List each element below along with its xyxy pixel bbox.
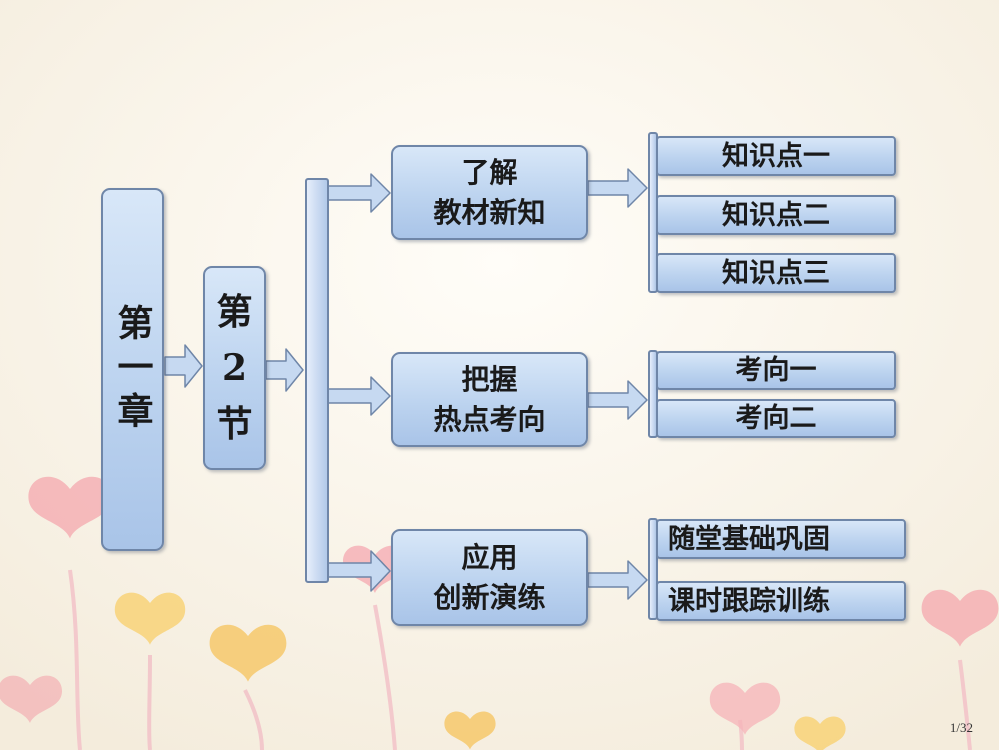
group-3-item-2-label: 课时跟踪训练 [668, 585, 830, 617]
group-1-item-1: 知识点一 [656, 136, 896, 176]
section-label-line2: 2 [221, 347, 248, 389]
chapter-label: 第一章 [111, 303, 154, 436]
group-1-item-3-label: 知识点三 [722, 257, 830, 289]
group-1-title-line1: 了解 [461, 155, 518, 189]
group-box-2: 把握 热点考向 [391, 352, 588, 447]
group-box-1: 了解 教材新知 [391, 145, 588, 240]
group-1-item-2-label: 知识点二 [722, 199, 830, 231]
chapter-box: 第一章 [101, 188, 164, 551]
section-box: 第 2 节 [203, 266, 266, 470]
group-3-bracket [648, 518, 658, 620]
group-3-item-1-label: 随堂基础巩固 [668, 523, 830, 555]
group-2-item-1: 考向一 [656, 351, 896, 390]
group-1-item-1-label: 知识点一 [722, 140, 830, 172]
group-2-title-line2: 热点考向 [433, 402, 546, 436]
section-label-line1: 第 [216, 291, 253, 333]
section-label-line3: 节 [216, 403, 253, 445]
group-2-item-2: 考向二 [656, 399, 896, 438]
group-2-title-line1: 把握 [461, 362, 518, 396]
group-2-bracket [648, 350, 658, 438]
group-3-item-2: 课时跟踪训练 [656, 581, 906, 621]
group-1-item-3: 知识点三 [656, 253, 896, 293]
group-2-item-2-label: 考向二 [735, 403, 817, 434]
tree-bar [305, 178, 329, 583]
group-box-3: 应用 创新演练 [391, 529, 588, 626]
group-3-title-line2: 创新演练 [433, 580, 546, 614]
group-3-title-line1: 应用 [461, 540, 518, 574]
group-1-title-line2: 教材新知 [433, 195, 546, 229]
group-1-item-2: 知识点二 [656, 195, 896, 235]
page-number: 1/32 [949, 720, 973, 735]
group-3-item-1: 随堂基础巩固 [656, 519, 906, 559]
group-2-item-1-label: 考向一 [735, 355, 817, 386]
